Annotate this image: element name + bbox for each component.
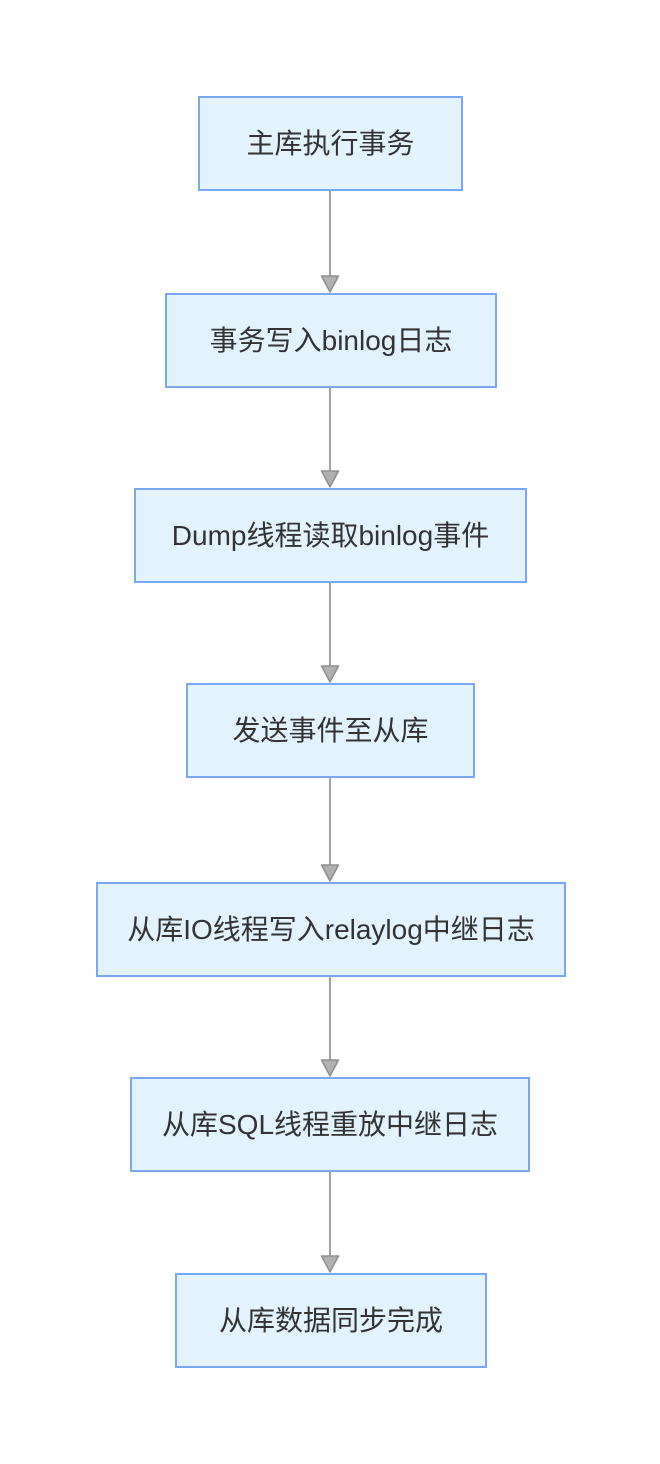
- flow-node-io-thread-write-relaylog: 从库IO线程写入relaylog中继日志: [96, 882, 566, 977]
- arrow-down-connector: [318, 977, 342, 1077]
- arrow-down-connector: [318, 778, 342, 882]
- flow-node-label: 发送事件至从库: [232, 714, 429, 746]
- arrow-down-icon: [320, 778, 340, 882]
- arrow-down-icon: [320, 583, 340, 683]
- arrow-down-connector: [318, 388, 342, 488]
- flow-node-label: 事务写入binlog日志: [209, 324, 453, 356]
- flow-node-master-execute-transaction: 主库执行事务: [198, 96, 463, 191]
- arrow-down-icon: [320, 1172, 340, 1273]
- flow-node-label: 主库执行事务: [246, 127, 415, 159]
- arrow-down-connector: [318, 583, 342, 683]
- flow-node-label: 从库IO线程写入relaylog中继日志: [127, 913, 535, 945]
- flow-node-label: Dump线程读取binlog事件: [171, 519, 490, 551]
- arrow-down-icon: [320, 977, 340, 1077]
- flow-node-write-binlog: 事务写入binlog日志: [165, 293, 497, 388]
- arrow-down-icon: [320, 191, 340, 293]
- arrow-down-icon: [320, 388, 340, 488]
- flow-node-sql-thread-replay-relaylog: 从库SQL线程重放中继日志: [130, 1077, 530, 1172]
- arrow-down-connector: [318, 1172, 342, 1273]
- flow-node-send-events-to-slave: 发送事件至从库: [186, 683, 475, 778]
- arrow-down-connector: [318, 191, 342, 293]
- flow-node-label: 从库SQL线程重放中继日志: [161, 1108, 499, 1140]
- flow-node-slave-sync-complete: 从库数据同步完成: [175, 1273, 487, 1368]
- flow-node-dump-thread-read-binlog: Dump线程读取binlog事件: [134, 488, 527, 583]
- flow-node-label: 从库数据同步完成: [218, 1304, 443, 1336]
